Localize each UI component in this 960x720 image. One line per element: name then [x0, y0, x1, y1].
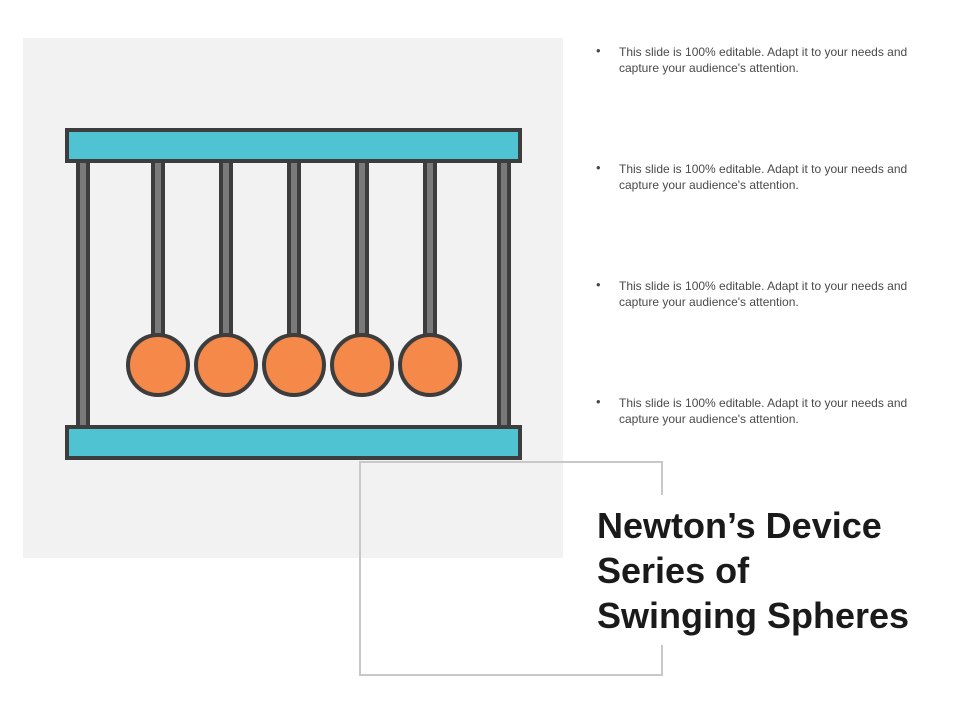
- bottom-bar: [65, 425, 522, 460]
- sphere-2: [194, 333, 258, 397]
- sphere-5: [398, 333, 462, 397]
- bullet-text: This slide is 100% editable. Adapt it to…: [619, 279, 908, 309]
- bullet-text: This slide is 100% editable. Adapt it to…: [619, 45, 908, 75]
- sphere-3: [262, 333, 326, 397]
- bullet-dot-icon: •: [596, 43, 601, 58]
- string-5: [423, 159, 437, 338]
- title-background: [580, 495, 950, 645]
- title-line-2: Series of: [597, 550, 750, 591]
- bullet-dot-icon: •: [596, 277, 601, 292]
- title-line-3: Swinging Spheres: [597, 595, 910, 636]
- bullet-item: • This slide is 100% editable. Adapt it …: [596, 43, 926, 161]
- bullet-dot-icon: •: [596, 160, 601, 175]
- top-bar: [65, 128, 522, 163]
- string-4: [355, 159, 369, 338]
- right-post: [497, 159, 511, 429]
- bullet-item: • This slide is 100% editable. Adapt it …: [596, 394, 926, 512]
- bullet-text: This slide is 100% editable. Adapt it to…: [619, 396, 908, 426]
- bullet-text: This slide is 100% editable. Adapt it to…: [619, 162, 908, 192]
- sphere-1: [126, 333, 190, 397]
- title-line-1: Newton’s Device: [597, 505, 882, 546]
- bullet-list: • This slide is 100% editable. Adapt it …: [596, 43, 926, 512]
- newtons-cradle-icon: [65, 128, 522, 460]
- string-2: [219, 159, 233, 338]
- bullet-item: • This slide is 100% editable. Adapt it …: [596, 160, 926, 278]
- sphere-4: [330, 333, 394, 397]
- bullet-dot-icon: •: [596, 394, 601, 409]
- slide-title: Newton’s Device Series of Swinging Spher…: [597, 503, 947, 638]
- string-3: [287, 159, 301, 338]
- string-1: [151, 159, 165, 338]
- left-post: [76, 159, 90, 429]
- bullet-item: • This slide is 100% editable. Adapt it …: [596, 277, 926, 395]
